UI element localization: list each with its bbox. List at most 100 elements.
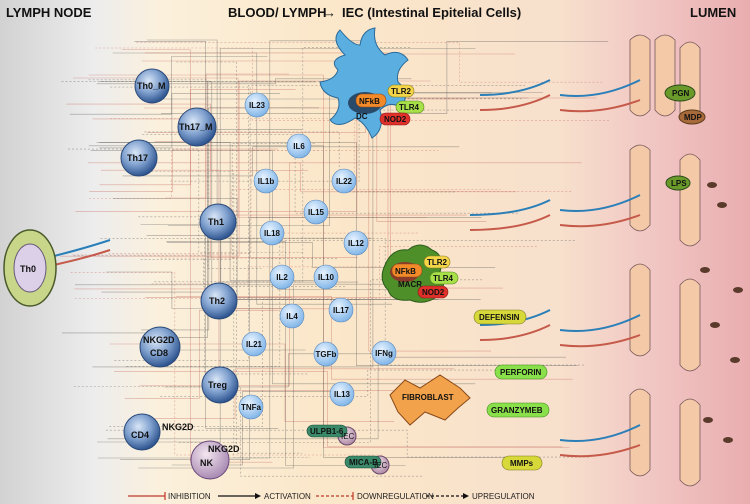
macr-nod2: NOD2 (422, 288, 445, 297)
cytokine-il10: IL10 (313, 264, 339, 290)
th2-label: Th2 (209, 296, 225, 306)
th0-m-cell: Th0_M (134, 68, 170, 104)
cd8-cell: NKG2D CD8 (139, 326, 181, 368)
lumen-header: LUMEN (690, 5, 736, 20)
nk-label: NK (200, 458, 213, 468)
cytokine-tgfb: TGFb (313, 341, 339, 367)
macr-tlr2: TLR2 (427, 258, 448, 267)
fibroblast-label: FIBROBLAST (402, 393, 454, 402)
ulpb-label: ULPB1-6 (310, 427, 344, 436)
tnfa-label: TNFa (241, 403, 262, 412)
dc-nfkb: NFkB (359, 97, 380, 106)
granzymeb-label: GRANZYMEB (491, 406, 543, 415)
iec2-label: IEC (374, 461, 388, 470)
cd4-nkg2d-label: NKG2D (162, 422, 194, 432)
dendritic-cell: NFkB DC TLR2 TLR4 NOD2 (319, 27, 425, 139)
th1-cell: Th1 (199, 203, 237, 241)
il22-label: IL22 (336, 177, 353, 186)
th17-cell: Th17 (120, 139, 158, 177)
th0-label: Th0 (20, 264, 36, 274)
blood-lymph-header: BLOOD/ LYMPH (228, 5, 326, 20)
ifng-label: IFNg (375, 349, 393, 358)
granzymeb-box: GRANZYMEB (486, 402, 550, 418)
cytokine-ifng: IFNg (371, 340, 397, 366)
th0-m-label: Th0_M (137, 81, 166, 91)
th2-cell: Th2 (200, 282, 238, 320)
cytokine-il18: IL18 (259, 220, 285, 246)
il12-label: IL12 (348, 239, 365, 248)
cd8-label: CD8 (150, 348, 168, 358)
il15-label: IL15 (308, 208, 325, 217)
iec1-label: IEC (341, 432, 355, 441)
mica-label: MICA-B (349, 458, 378, 467)
il23-label: IL23 (249, 101, 266, 110)
lps-label: LPS (671, 179, 687, 188)
il6-label: IL6 (293, 142, 305, 151)
cytokine-il15: IL15 (303, 199, 329, 225)
il10-label: IL10 (318, 273, 335, 282)
cytokine-il2: IL2 (269, 264, 295, 290)
cytokine-il17: IL17 (328, 297, 354, 323)
dc-label: DC (356, 112, 368, 121)
cytokine-il22: IL22 (331, 168, 357, 194)
il18-label: IL18 (264, 229, 281, 238)
dc-tlr2: TLR2 (391, 87, 412, 96)
pgn-ligand: PGN (664, 84, 696, 102)
perforin-box: PERFORIN (494, 364, 548, 380)
nk-nkg2d-label: NKG2D (208, 444, 240, 454)
legend-upregulation: UPREGULATION (472, 492, 535, 501)
treg-label: Treg (208, 380, 227, 390)
cd4-cell: CD4 NKG2D (123, 413, 194, 451)
legend-inhibition: INHIBITION (168, 492, 211, 501)
dc-tlr4: TLR4 (399, 103, 420, 112)
cd4-label: CD4 (131, 430, 149, 440)
th17-m-label: Th17_M (179, 122, 213, 132)
cd8-nkg2d-label: NKG2D (143, 335, 175, 345)
il17-label: IL17 (333, 306, 350, 315)
th17-m-cell: Th17_M (177, 107, 217, 147)
macr-tlr4: TLR4 (433, 274, 454, 283)
cytokine-il12: IL12 (343, 230, 369, 256)
il4-label: IL4 (286, 312, 298, 321)
cytokine-il13: IL13 (329, 381, 355, 407)
ulpb-iec: ULPB1-6 IEC (306, 424, 357, 446)
macr-nfkb: NFkB (395, 267, 416, 276)
mdp-label: MDP (684, 113, 702, 122)
lps-ligand: LPS (665, 175, 691, 191)
cytokine-il1b: IL1b (253, 168, 279, 194)
treg-cell: Treg (201, 366, 239, 404)
defensin-box: DEFENSIN (473, 309, 527, 325)
cytokine-il6: IL6 (286, 133, 312, 159)
cytokine-il4: IL4 (279, 303, 305, 329)
th1-label: Th1 (208, 217, 224, 227)
macr-label: MACR (398, 280, 422, 289)
iec-header: IEC (Intestinal Epitelial Cells) (342, 5, 521, 20)
mdp-ligand: MDP (678, 109, 706, 125)
tgfb-label: TGFb (316, 350, 337, 359)
mmps-box: MMPs (501, 455, 543, 471)
cytokine-il21: IL21 (241, 331, 267, 357)
legend-activation: ACTIVATION (264, 492, 311, 501)
nk-cell: NKG2D NK (190, 440, 240, 480)
lymph-node-header: LYMPH NODE (6, 5, 92, 20)
il13-label: IL13 (334, 390, 351, 399)
lymph-node: Th0 (3, 229, 57, 307)
intestinal-villi (559, 34, 743, 487)
perforin-label: PERFORIN (500, 368, 542, 377)
pgn-label: PGN (672, 89, 690, 98)
dc-nod2: NOD2 (384, 115, 407, 124)
defensin-label: DEFENSIN (479, 313, 520, 322)
fibroblast-cell: FIBROBLAST (389, 374, 471, 426)
il1b-label: IL1b (258, 177, 275, 186)
mica-iec: MICA-B IEC (344, 455, 390, 475)
header-arrow: → (323, 5, 336, 20)
cytokine-tnfa: TNFa (238, 394, 264, 420)
macrophage: NFkB MACR TLR2 TLR4 NOD2 (381, 244, 459, 303)
legend-downregulation: DOWNREGULATION (357, 492, 434, 501)
mmps-label: MMPs (510, 459, 534, 468)
cytokine-il23: IL23 (244, 92, 270, 118)
legend: INHIBITION ACTIVATION DOWNREGULATION UPR… (128, 492, 535, 501)
